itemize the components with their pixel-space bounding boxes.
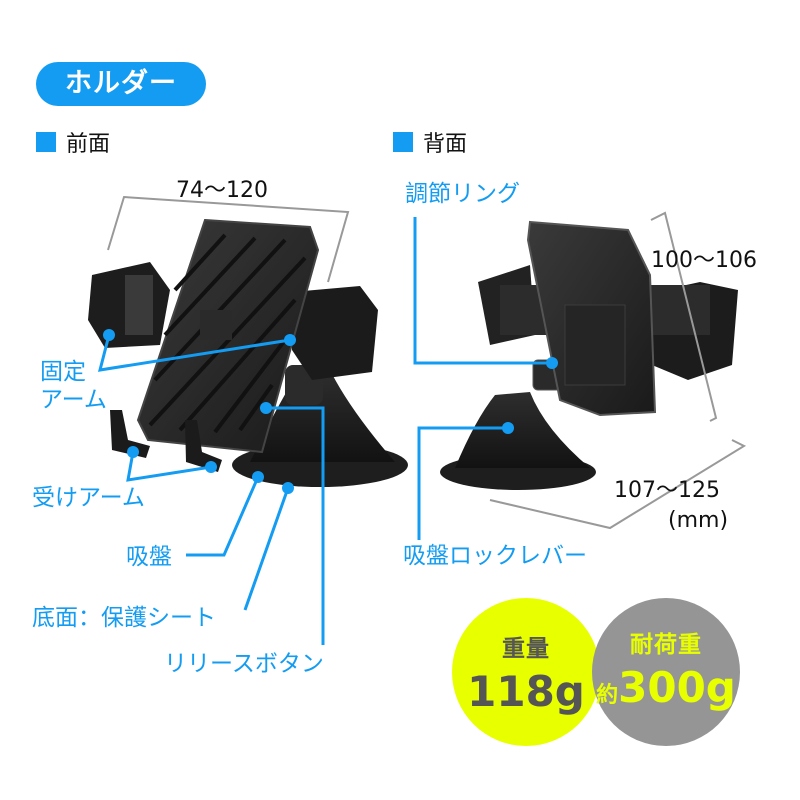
front-title: 前面 (66, 132, 111, 157)
back-depth-dimension: 107〜125 (614, 478, 720, 503)
callout-fixed-arm: 固定 アーム (40, 358, 107, 414)
front-width-dimension: 74〜120 (176, 178, 268, 203)
load-value-row: 約300g (596, 665, 736, 719)
section-badge: ホルダー (36, 62, 206, 106)
weight-label: 重量 (502, 636, 550, 662)
square-bullet-icon (36, 132, 56, 152)
load-prefix: 約 (596, 683, 619, 708)
back-height-dimension: 100〜106 (651, 248, 757, 273)
front-section-header: 前面 (36, 126, 110, 158)
callout-fixed-arm-line2: アーム (40, 387, 107, 413)
load-value: 300g (618, 663, 736, 712)
load-label: 耐荷重 (630, 632, 702, 658)
callout-suction-cup: 吸盤 (126, 544, 172, 570)
weight-spec-badge: 重量 118g (452, 598, 600, 746)
callout-release-button: リリースボタン (164, 651, 324, 677)
callout-adjust-ring: 調節リング (405, 181, 520, 207)
square-bullet-icon (393, 132, 413, 152)
back-title: 背面 (423, 132, 468, 157)
callout-bottom-sheet: 底面：保護シート (32, 605, 216, 631)
dimension-unit: (mm) (668, 508, 729, 533)
weight-value: 118g (467, 667, 585, 716)
callout-fixed-arm-line1: 固定 (40, 359, 86, 385)
callout-suction-lock-lever: 吸盤ロックレバー (403, 543, 587, 569)
back-section-header: 背面 (393, 126, 467, 158)
callout-receiving-arm: 受けアーム (32, 485, 145, 511)
load-capacity-spec-badge: 耐荷重 約300g (592, 598, 740, 746)
